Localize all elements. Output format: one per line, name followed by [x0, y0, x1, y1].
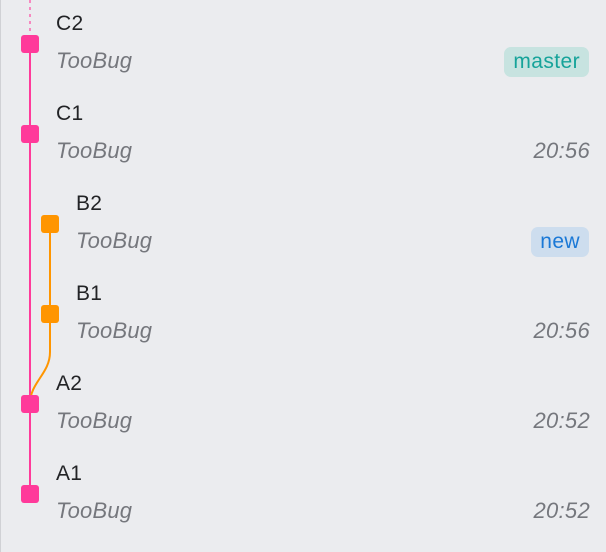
commit-time: 20:52: [533, 498, 590, 523]
commit-time: 20:56: [533, 318, 590, 343]
commit-time: 20:52: [533, 408, 590, 433]
commit-title: A1: [56, 462, 83, 485]
commit-time: 20:56: [533, 138, 590, 163]
commit-title: A2: [56, 372, 83, 395]
commit-title: B2: [76, 192, 103, 215]
commit-title: C2: [56, 12, 84, 35]
commit-author: TooBug: [76, 228, 153, 253]
commit-title: C1: [56, 102, 84, 125]
commit-author: TooBug: [56, 48, 133, 73]
branch-badge-master[interactable]: master: [504, 47, 589, 77]
branch-badge-new[interactable]: new: [531, 227, 589, 257]
commit-author: TooBug: [56, 498, 133, 523]
commit-author: TooBug: [76, 318, 153, 343]
commit-author: TooBug: [56, 138, 133, 163]
commit-author: TooBug: [56, 408, 133, 433]
commit-title: B1: [76, 282, 103, 305]
